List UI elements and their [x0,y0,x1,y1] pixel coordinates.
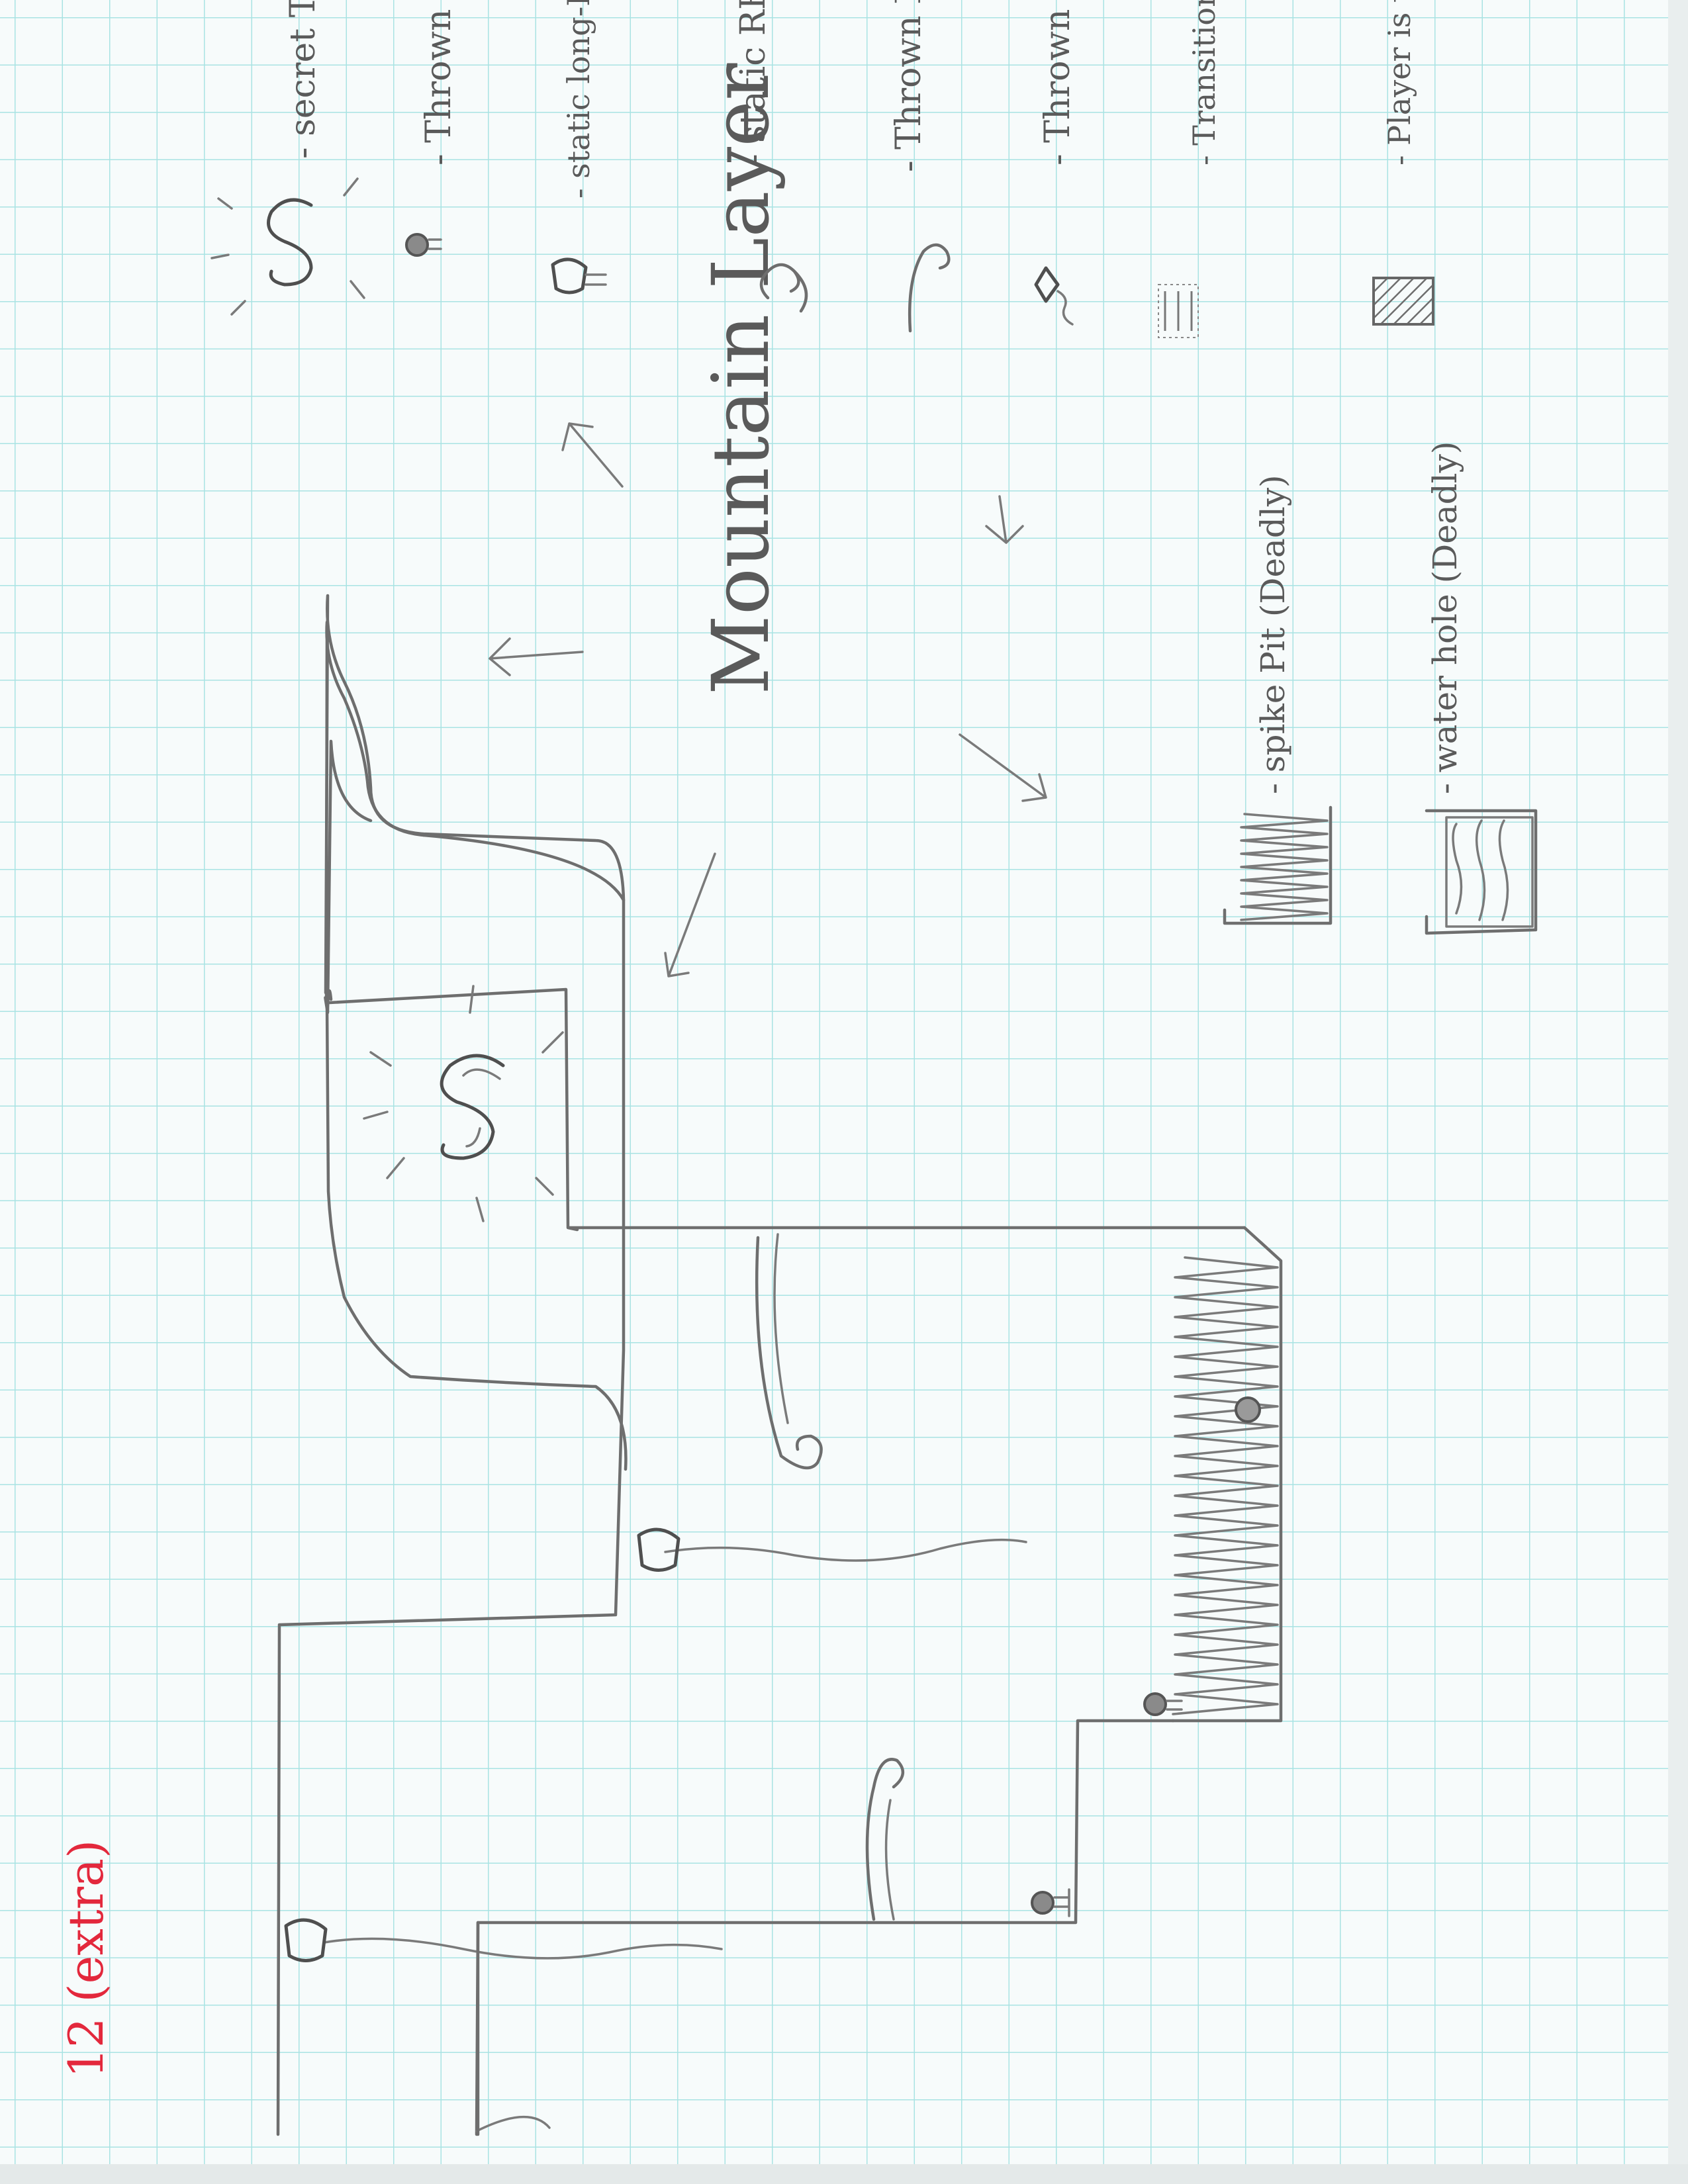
legend-thrown-bm: - Thrown BM [405,0,459,257]
treasure-room-group [326,989,333,1008]
secret-treasure-icon [363,985,564,1222]
legend-secret-treasure-label: - secret Treasure [283,0,323,159]
static-rb-tendril-upper-inner [773,1233,789,1424]
arrow-up-left [561,422,624,488]
legend-transition-label: - Transition between Backgrounds [1186,0,1222,165]
page-bottom-edge [0,2164,1688,2184]
thrown-bm-icon-floor [1031,1888,1070,1917]
static-rb-tendril-upper [755,1236,823,1470]
legend-thrown-rb-label: - Thrown RB [889,0,929,172]
thrown-rb-tendril-lower [865,1758,904,1921]
legend-transition: - Transition between Backgrounds [1158,0,1222,338]
arrow-down-right [959,733,1047,802]
spike-pit-spikes [1172,1256,1279,1715]
title-area: Mountain Layer [695,63,786,695]
thrown-gv-ribbon-mid [664,1538,1027,1562]
thrown-bm-icon [405,233,442,257]
hazard-legend: - spike Pit (Deadly) - water hole (Deadl… [1223,441,1538,935]
level-map [276,594,1283,2136]
thrown-gv-ribbon-low [323,1937,723,1960]
legend-spike-pit: - spike Pit (Deadly) [1223,475,1333,925]
transition-between-backgrounds-icon [1158,284,1199,338]
legend-static-rb-label: - static RB [733,0,773,165]
static-long-distance-bm-icon [551,257,607,295]
thrown-rb-icon [908,243,951,333]
thrown-bm-icon-ledge [1143,1692,1183,1716]
legend-static-rb: - static RB [733,0,808,313]
hatched-block-icon [1372,277,1434,326]
legend-no-plant: - Player is unable to plant on [1372,0,1434,326]
legend-thrown-bm-label: - Thrown BM [419,0,459,165]
legend-no-plant-label: - Player is unable to plant on [1382,0,1417,165]
legend-water-hole: - water hole (Deadly) [1425,441,1538,935]
legend-thrown-gv: - Thrown GV [1034,0,1078,326]
page-label: 12 (extra) [58,1840,114,2078]
thrown-rb-tendril-lower-inner [884,1799,895,1921]
legend-thrown-rb: - Thrown RB [889,0,951,333]
water-hole-icon [1425,809,1538,935]
arrow-right [985,495,1024,544]
page-label-area: 12 (extra) [58,1840,114,2078]
thrown-bm-icon-spike [1235,1396,1261,1423]
legend-thrown-gv-label: - Thrown GV [1038,0,1078,165]
lower-interior-step [475,2116,551,2132]
static-long-distance-bm-icon-low [284,1918,328,1962]
spike-pit-outline [1171,1226,1283,1723]
arrow-down [664,852,716,978]
legend-static-long-distance-bm: - static long-Distance BM [551,0,607,295]
secret-treasure-icon [211,177,365,316]
legend: - secret Treasure - Thrown BM - static l… [211,0,1434,338]
title-text: Mountain Layer [695,63,786,695]
static-rb-icon [759,263,808,313]
thrown-gv-icon [1034,266,1074,326]
page-edge [1668,0,1688,2184]
direction-arrows [489,422,1047,978]
legend-spike-pit-label: - spike Pit (Deadly) [1254,475,1292,794]
legend-static-long-distance-bm-label: - static long-Distance BM [561,0,596,199]
arrow-up [489,637,584,676]
legend-secret-treasure: - secret Treasure [211,0,365,316]
static-long-distance-bm-icon-mid [637,1527,680,1572]
treasure-room-outline [325,1004,628,1471]
spike-pit-icon [1223,805,1333,925]
legend-water-hole-label: - water hole (Deadly) [1426,441,1464,794]
